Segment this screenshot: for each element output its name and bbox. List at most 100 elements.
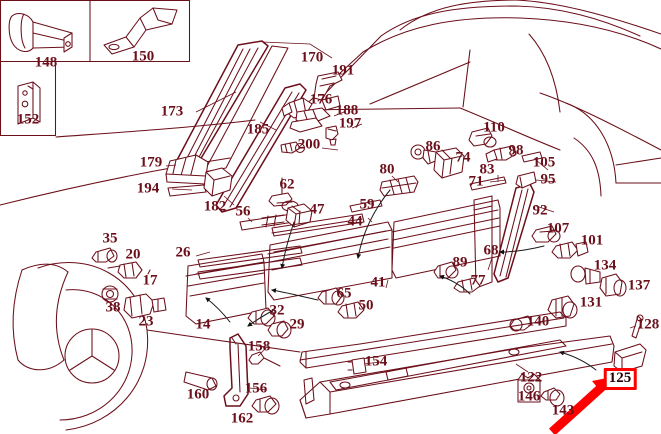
leader-lines (165, 41, 637, 391)
part-148-shape (8, 13, 73, 53)
leader-arrows (205, 189, 597, 371)
part-32-fastener (247, 307, 276, 327)
callout-50: 50 (358, 297, 374, 314)
part-17-label-leader (147, 269, 151, 275)
callout-158: 158 (247, 338, 271, 355)
callout-143: 143 (551, 402, 575, 419)
part-182-block (203, 167, 233, 197)
callout-105: 105 (532, 154, 556, 171)
callout-74: 74 (455, 149, 471, 166)
callout-23: 23 (138, 313, 154, 330)
part-143-fastener (540, 387, 565, 407)
molding-83-strip (469, 176, 507, 191)
callout-125-highlighted: 125 (603, 368, 637, 390)
part-173-outer-panel (203, 45, 289, 173)
part-107-fastener (531, 225, 561, 243)
callout-137: 137 (627, 277, 651, 294)
part-125-endcap (613, 343, 647, 373)
callout-62: 62 (279, 176, 295, 193)
callout-160: 160 (186, 386, 210, 403)
rocker-secondary-rail (329, 339, 567, 391)
callout-83: 83 (479, 161, 495, 178)
callout-162: 162 (230, 410, 254, 427)
part-101-fastener (551, 241, 589, 259)
part-35-fastener (91, 247, 118, 263)
part-162-fastener (251, 395, 280, 415)
part-140-fastener (509, 315, 533, 332)
part-134-fastener (570, 265, 601, 285)
part-150-shape (103, 7, 178, 55)
callout-200: 200 (297, 136, 321, 153)
molding-59-upper-right (349, 199, 383, 213)
part-188-clip (289, 107, 331, 133)
callout-89: 89 (452, 254, 468, 271)
part-95-clip (515, 171, 537, 189)
callout-95: 95 (540, 171, 556, 188)
molding-71-main-right (391, 199, 501, 279)
callout-146: 146 (517, 388, 541, 405)
callout-29: 29 (289, 316, 305, 333)
part-137-fastener (599, 273, 627, 297)
callout-32: 32 (269, 302, 285, 319)
callout-176: 176 (309, 91, 333, 108)
callout-134: 134 (593, 257, 617, 274)
part-197-clip (325, 125, 339, 146)
callout-41: 41 (370, 274, 386, 291)
part-29-fastener (267, 320, 292, 339)
molding-41-main-left (267, 221, 393, 301)
callout-110: 110 (483, 119, 505, 136)
callout-17: 17 (142, 272, 158, 289)
molding-68-rear (473, 195, 493, 289)
part-152-shape (17, 81, 41, 125)
part-23-fastener (123, 293, 167, 319)
callout-35: 35 (102, 230, 118, 247)
callout-77: 77 (470, 272, 486, 289)
part-86-fastener (410, 144, 439, 165)
callout-107: 107 (546, 220, 570, 237)
callout-14: 14 (195, 316, 211, 333)
callout-179: 179 (139, 154, 163, 171)
part-62-fastener (268, 177, 299, 212)
callout-20: 20 (125, 246, 141, 263)
callout-26: 26 (175, 244, 191, 261)
callout-47: 47 (309, 201, 325, 218)
inset-frames (0, 0, 191, 137)
part-74-block (433, 147, 465, 179)
callout-59: 59 (359, 196, 375, 213)
part-156-bracket (223, 333, 249, 407)
part-50-fastener (337, 301, 365, 319)
callout-197: 197 (338, 115, 362, 132)
part-77-fastener (453, 277, 481, 293)
callout-68: 68 (483, 242, 499, 259)
callout-65: 65 (336, 285, 352, 302)
part-38-fastener (101, 285, 119, 303)
callout-38: 38 (105, 299, 121, 316)
part-154-rail (299, 311, 567, 369)
callout-92: 92 (532, 202, 548, 219)
part-194-shim (167, 184, 207, 197)
part-158-fastener (248, 351, 281, 367)
callout-71: 71 (468, 173, 484, 190)
callout-101: 101 (580, 232, 604, 249)
part-154-clip (347, 357, 367, 375)
part-98-fastener (485, 145, 517, 163)
callout-56: 56 (235, 203, 251, 220)
callout-154: 154 (364, 353, 388, 370)
molding-44-upper (271, 213, 365, 237)
part-105-clip (521, 151, 543, 163)
callout-191: 191 (331, 62, 355, 79)
callout-44: 44 (347, 213, 363, 230)
part-65-fastener (317, 287, 345, 306)
callout-173: 173 (160, 103, 184, 120)
callout-150: 150 (131, 48, 155, 65)
callout-148: 148 (34, 54, 58, 71)
part-160-rod (183, 371, 218, 391)
callout-156: 156 (244, 380, 268, 397)
callout-98: 98 (508, 142, 524, 159)
callout-122: 122 (519, 369, 543, 386)
part-110-fastener (468, 127, 497, 148)
part-200-clip (280, 141, 306, 154)
callout-188: 188 (335, 102, 359, 119)
